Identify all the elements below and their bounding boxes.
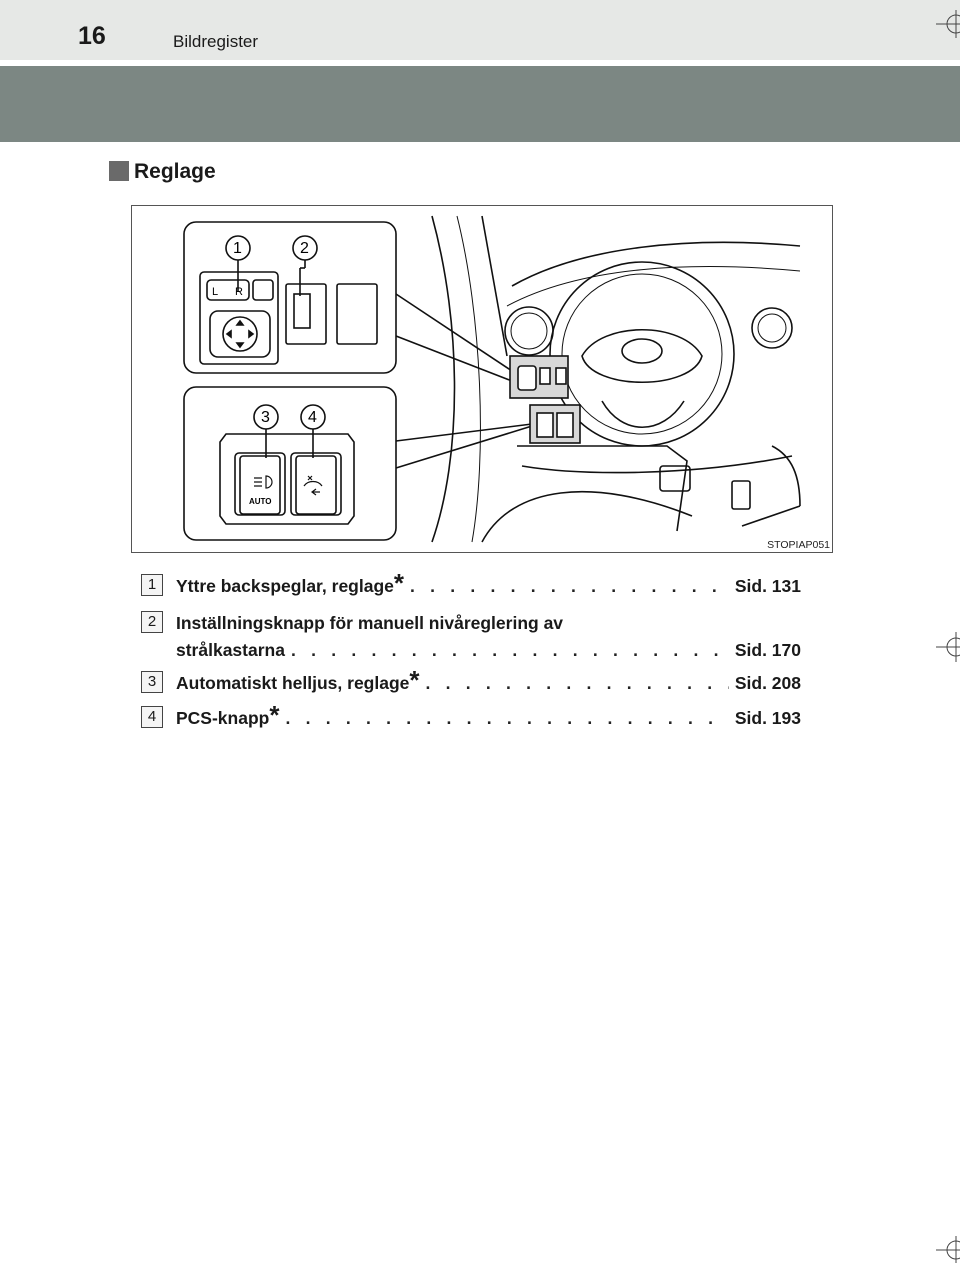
item-text: PCS-knapp bbox=[176, 708, 270, 728]
item-number: 1 bbox=[141, 574, 163, 596]
item-text-cont: strålkastarna bbox=[176, 640, 285, 660]
item-number: 2 bbox=[141, 611, 163, 633]
section-marker-icon bbox=[109, 161, 129, 181]
page-ref[interactable]: Sid. 131 bbox=[734, 576, 801, 596]
header-title: Bildregister bbox=[173, 32, 259, 51]
item-number: 4 bbox=[141, 706, 163, 728]
leader-dots: . . . . . . . . . . . . . . . . . . . . … bbox=[410, 576, 729, 596]
mirror-l-label: L bbox=[212, 286, 218, 298]
dashboard-illustration: L R AUTO 1 2 3 4 bbox=[183, 215, 801, 543]
registration-mark-icon bbox=[936, 1236, 960, 1263]
figure-code: STOPIAP051 bbox=[767, 539, 830, 551]
registration-mark-icon bbox=[936, 632, 960, 662]
header-band bbox=[0, 66, 960, 142]
page-ref[interactable]: Sid. 170 bbox=[734, 640, 801, 660]
page-number: 16 bbox=[78, 22, 106, 50]
section-title: Reglage bbox=[134, 160, 216, 183]
callout-4: 4 bbox=[308, 409, 317, 426]
page-ref[interactable]: Sid. 208 bbox=[734, 673, 801, 693]
page-header bbox=[0, 0, 960, 60]
list-item-2: 2 Inställningsknapp för manuell nivåregl… bbox=[141, 611, 801, 663]
callout-2: 2 bbox=[300, 240, 309, 257]
list-item-4: 4 PCS-knapp* . . . . . . . . . . . . . .… bbox=[141, 702, 801, 734]
controls-figure: L R AUTO 1 2 3 4 STOPIAP051 bbox=[131, 205, 833, 553]
leader-dots: . . . . . . . . . . . . . . . . . . . . … bbox=[285, 708, 728, 728]
callout-1: 1 bbox=[233, 240, 242, 257]
leader-dots: . . . . . . . . . . . . . . . . . . . . … bbox=[290, 640, 729, 660]
mirror-r-label: R bbox=[235, 286, 243, 298]
registration-mark-icon bbox=[936, 10, 960, 38]
item-text: Yttre backspeglar, reglage bbox=[176, 576, 394, 596]
page-ref[interactable]: Sid. 193 bbox=[734, 708, 801, 728]
leader-dots: . . . . . . . . . . . . . . . . . . . . … bbox=[425, 673, 729, 693]
list-item-1: 1 Yttre backspeglar, reglage* . . . . . … bbox=[141, 570, 801, 602]
item-text: Inställningsknapp för manuell nivåregler… bbox=[176, 613, 564, 633]
auto-label: AUTO bbox=[249, 497, 272, 506]
callout-3: 3 bbox=[261, 409, 270, 426]
item-text: Automatiskt helljus, reglage bbox=[176, 673, 410, 693]
item-number: 3 bbox=[141, 671, 163, 693]
list-item-3: 3 Automatiskt helljus, reglage* . . . . … bbox=[141, 667, 801, 699]
